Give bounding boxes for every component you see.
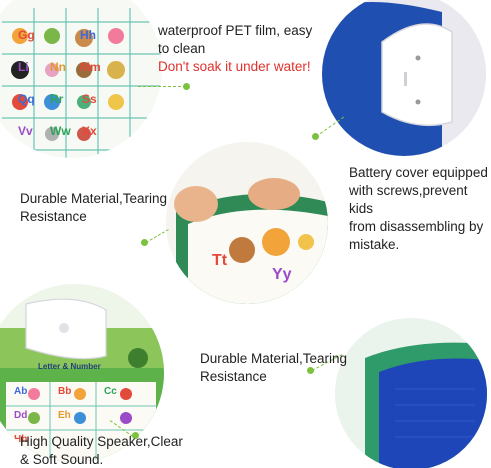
battery-cover-illustration xyxy=(322,0,486,156)
poster-closeup-circle: Gg Hh Li Mm Nn Qq Rr Ss Vv Ww Xx xyxy=(0,0,162,158)
battery-line-1: Battery cover equipped xyxy=(349,165,488,180)
speaker-circle: Letter & Number Ab Bb Cc Dd Eh Hh xyxy=(0,284,164,462)
film-warning: Don't soak it under water! xyxy=(158,59,311,74)
material-top-line-1: Durable Material,Tearing xyxy=(20,191,168,206)
poster-letter-hh: Hh xyxy=(80,28,96,42)
battery-line-4: mistake. xyxy=(349,237,400,252)
poster-letter-li: Li xyxy=(18,60,29,74)
poster-letter-xx: Xx xyxy=(82,124,97,138)
battery-line-3: from disassembling by xyxy=(349,219,484,234)
poster-letter-cc: Cc xyxy=(104,386,117,397)
fabric-edge-illustration xyxy=(335,318,487,468)
poster-letter-gg: Gg xyxy=(18,28,35,42)
speaker-line-1: High Quality Speaker,Clear xyxy=(20,434,183,449)
speaker-poster-illustration xyxy=(0,284,164,462)
material-top-line-2: Resistance xyxy=(20,209,87,224)
material-top-feature-text: Durable Material,Tearing Resistance xyxy=(20,190,180,226)
poster-letter-ab: Ab xyxy=(14,386,28,397)
poster-letter-bb: Bb xyxy=(58,386,72,397)
poster-letter-eh: Eh xyxy=(58,410,71,421)
material-bottom-line-1: Durable Material,Tearing xyxy=(200,351,348,366)
connector-dot-material-top xyxy=(141,239,148,246)
poster-letter-tt: Tt xyxy=(212,252,228,269)
poster-letter-mm: Mm xyxy=(80,60,101,74)
connector-line-material-top xyxy=(145,229,169,243)
poster-letter-nn: Nn xyxy=(50,60,66,74)
poster-letter-rr: Rr xyxy=(50,92,64,106)
battery-feature-text: Battery cover equipped with screws,preve… xyxy=(349,164,489,254)
alphabet-grid-illustration xyxy=(0,0,162,158)
poster-header: Letter & Number xyxy=(38,362,101,371)
connector-dot-film xyxy=(183,83,190,90)
connector-line-battery xyxy=(315,116,345,137)
film-line-1: waterproof PET film, easy xyxy=(158,23,313,38)
film-feature-text: waterproof PET film, easy to clean Don't… xyxy=(158,22,318,76)
poster-letter-qq: Qq xyxy=(18,92,35,106)
poster-letter-yy: Yy xyxy=(272,266,292,283)
material-bottom-line-2: Resistance xyxy=(200,369,267,384)
speaker-feature-text: High Quality Speaker,Clear & Soft Sound. xyxy=(20,433,190,468)
poster-letter-ww: Ww xyxy=(50,124,71,138)
poster-letter-hh-2: Hh xyxy=(14,434,28,445)
speaker-line-2: & Soft Sound. xyxy=(20,452,104,467)
connector-dot-material-bottom xyxy=(307,367,314,374)
fabric-edge-circle xyxy=(335,318,487,468)
connector-dot-battery xyxy=(312,133,319,140)
battery-cover-circle xyxy=(322,0,486,156)
connector-dot-speaker xyxy=(132,432,139,439)
tear-test-illustration xyxy=(166,142,328,304)
film-line-2: to clean xyxy=(158,41,206,56)
poster-letter-vv: Vv xyxy=(18,124,33,138)
material-bottom-feature-text: Durable Material,Tearing Resistance xyxy=(200,350,350,386)
poster-letter-ss: Ss xyxy=(82,92,97,106)
poster-letter-dd: Dd xyxy=(14,410,28,421)
tear-test-circle: Tt Yy xyxy=(166,142,328,304)
connector-line-film xyxy=(138,86,186,87)
battery-line-2: with screws,prevent kids xyxy=(349,183,468,216)
